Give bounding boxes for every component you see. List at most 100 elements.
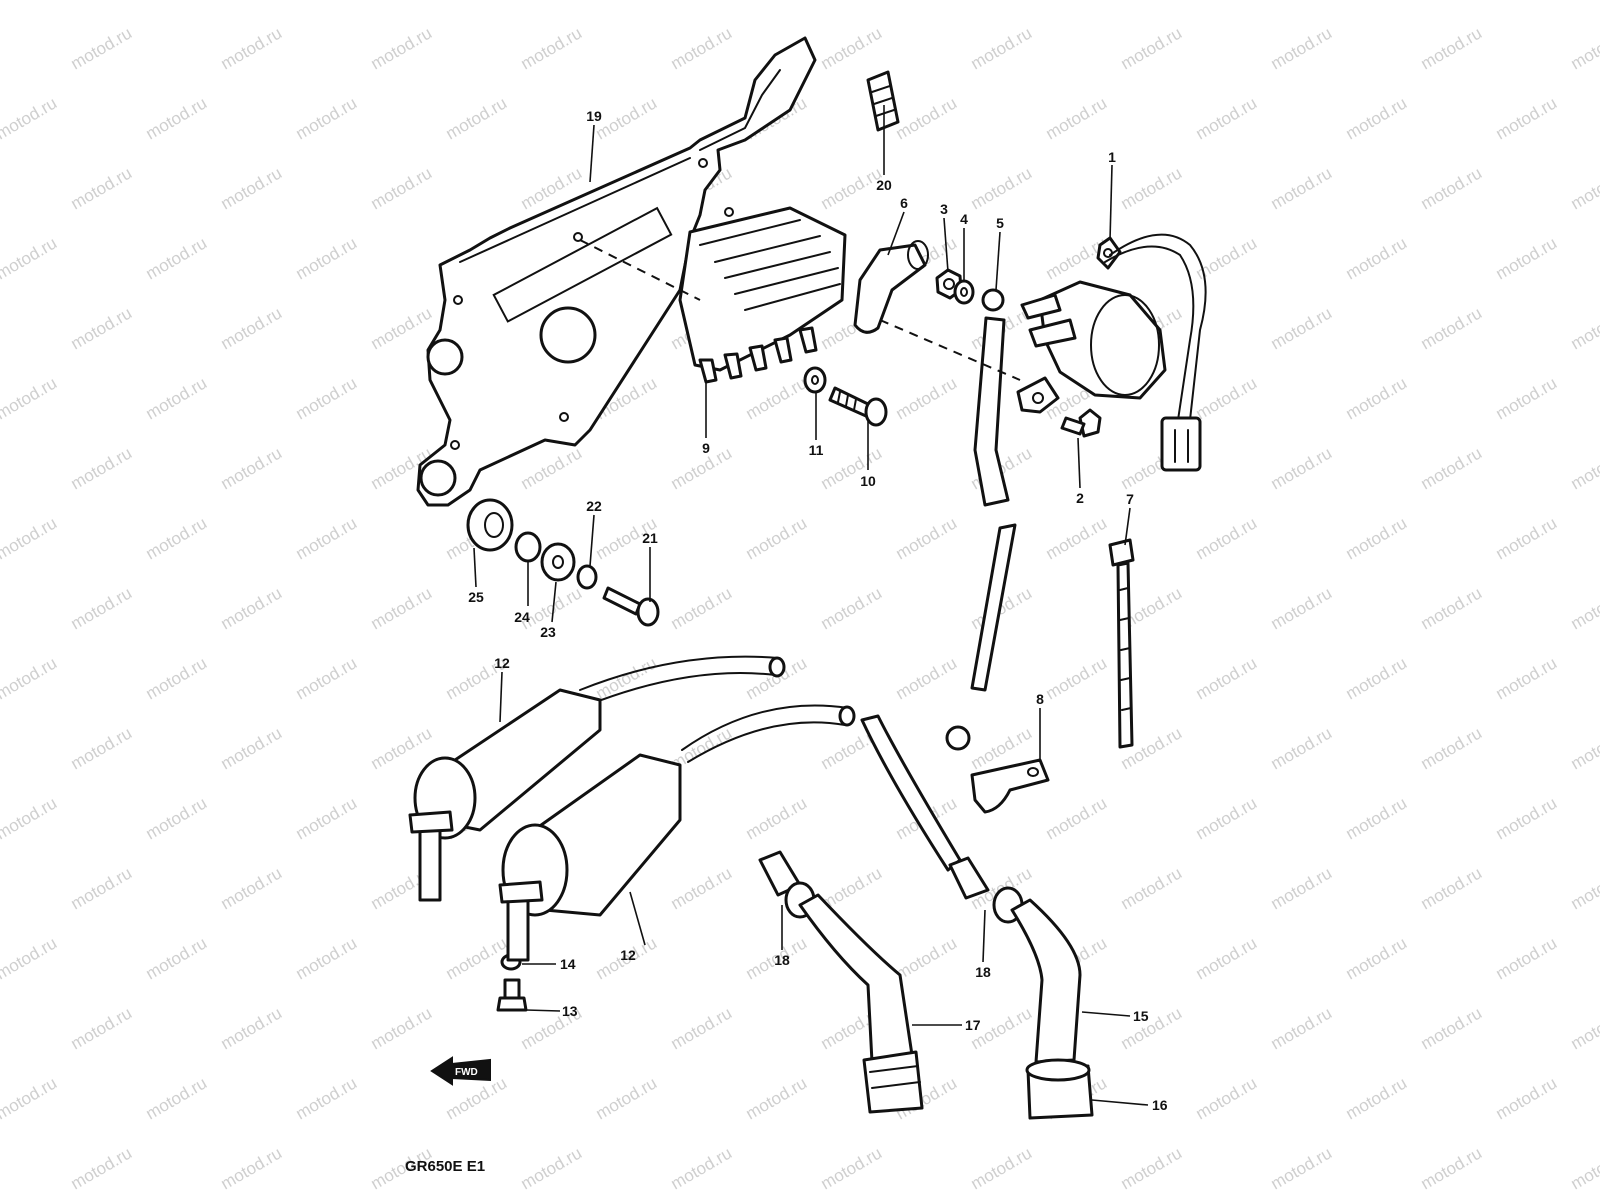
- mounting-bracket-plate: [416, 36, 817, 507]
- watermark-text: motod.ru: [1193, 1073, 1261, 1123]
- screw-10: [828, 386, 888, 427]
- battery-lead-wire: [945, 288, 1017, 751]
- watermark-text: motod.ru: [1418, 583, 1486, 633]
- watermark-text: motod.ru: [743, 793, 811, 843]
- watermark-text: motod.ru: [1493, 233, 1561, 283]
- watermark-text: motod.ru: [1493, 933, 1561, 983]
- watermark-text: motod.ru: [968, 163, 1036, 213]
- watermark-text: motod.ru: [1343, 0, 1411, 3]
- watermark-text: motod.ru: [1043, 653, 1111, 703]
- watermark-text: motod.ru: [293, 1073, 361, 1123]
- watermark-text: motod.ru: [743, 373, 811, 423]
- watermark-text: motod.ru: [293, 93, 361, 143]
- watermark-text: motod.ru: [518, 443, 586, 493]
- watermark-text: motod.ru: [1118, 1003, 1186, 1053]
- watermark-text: motod.ru: [1568, 443, 1600, 493]
- noise-suppressor-fitting-18b: [948, 856, 1024, 924]
- callout-2: 2: [1076, 490, 1084, 506]
- watermark-text: motod.ru: [1568, 863, 1600, 913]
- watermark-text: motod.ru: [668, 1143, 736, 1193]
- watermark-text: motod.ru: [1418, 23, 1486, 73]
- watermark-text: motod.ru: [1418, 163, 1486, 213]
- watermark-text: motod.ru: [1343, 233, 1411, 283]
- callout-17: 17: [965, 1017, 981, 1033]
- watermark-text: motod.ru: [1268, 23, 1336, 73]
- watermark-text: motod.ru: [1493, 0, 1561, 3]
- callout-21: 21: [642, 530, 658, 546]
- watermark-text: motod.ru: [1568, 23, 1600, 73]
- watermark-text: motod.ru: [1493, 373, 1561, 423]
- watermark-text: motod.ru: [0, 513, 60, 563]
- watermark-text: motod.ru: [743, 0, 811, 3]
- watermark-text: motod.ru: [668, 1003, 736, 1053]
- callout-9: 9: [702, 440, 710, 456]
- watermark-text: motod.ru: [293, 0, 361, 3]
- watermark-text: motod.ru: [143, 93, 211, 143]
- watermark-text: motod.ru: [1493, 653, 1561, 703]
- watermark-text: motod.ru: [1043, 93, 1111, 143]
- watermark-text: motod.ru: [293, 373, 361, 423]
- watermark-text: motod.ru: [1418, 303, 1486, 353]
- watermark-text: motod.ru: [218, 303, 286, 353]
- callout-11: 11: [809, 442, 824, 458]
- watermark-text: motod.ru: [1568, 1143, 1600, 1193]
- callout-24: 24: [514, 609, 530, 625]
- watermark-text: motod.ru: [0, 793, 60, 843]
- watermark-text: motod.ru: [1118, 23, 1186, 73]
- watermark-text: motod.ru: [218, 1143, 286, 1193]
- grommet-25: [466, 498, 514, 552]
- watermark-text: motod.ru: [218, 163, 286, 213]
- watermark-text: motod.ru: [893, 93, 961, 143]
- watermark-text: motod.ru: [1418, 443, 1486, 493]
- watermark-text: motod.ru: [1193, 513, 1261, 563]
- watermark-text: motod.ru: [1418, 1003, 1486, 1053]
- watermark-text: motod.ru: [293, 933, 361, 983]
- watermark-text: motod.ru: [1418, 863, 1486, 913]
- watermark-text: motod.ru: [1343, 513, 1411, 563]
- watermark-text: motod.ru: [968, 23, 1036, 73]
- callout-13: 13: [562, 1003, 578, 1019]
- callout-25: 25: [468, 589, 484, 605]
- watermark-text: motod.ru: [218, 723, 286, 773]
- watermark-text: motod.ru: [818, 1143, 886, 1193]
- watermark-text: motod.ru: [1268, 303, 1336, 353]
- spark-plug-cap-17: [798, 893, 924, 1114]
- callout-22: 22: [586, 498, 602, 514]
- watermark-text: motod.ru: [1568, 723, 1600, 773]
- callout-14: 14: [560, 956, 576, 972]
- starter-relay: [1016, 233, 1207, 472]
- watermark-text: motod.ru: [68, 23, 136, 73]
- callout-4: 4: [960, 211, 968, 227]
- watermark-text: motod.ru: [1568, 303, 1600, 353]
- watermark-text: motod.ru: [68, 303, 136, 353]
- screw-21: [602, 586, 660, 627]
- watermark-text: motod.ru: [443, 93, 511, 143]
- watermark-text: motod.ru: [1343, 793, 1411, 843]
- washer-11: [803, 366, 827, 394]
- watermark-text: motod.ru: [68, 863, 136, 913]
- watermark-text: motod.ru: [68, 163, 136, 213]
- watermark-text: motod.ru: [743, 1073, 811, 1123]
- ignition-coil-front: [498, 704, 856, 962]
- watermark-text: motod.ru: [1568, 1003, 1600, 1053]
- watermark-text: motod.ru: [1493, 513, 1561, 563]
- watermark-text: motod.ru: [68, 723, 136, 773]
- watermark-text: motod.ru: [293, 793, 361, 843]
- watermark-text: motod.ru: [1268, 863, 1336, 913]
- watermark-text: motod.ru: [1193, 233, 1261, 283]
- watermark-text: motod.ru: [218, 863, 286, 913]
- callout-3: 3: [940, 201, 948, 217]
- watermark-text: motod.ru: [1268, 163, 1336, 213]
- watermark-text: motod.ru: [1343, 933, 1411, 983]
- watermark-text: motod.ru: [368, 303, 436, 353]
- watermark-text: motod.ru: [518, 1143, 586, 1193]
- watermark-text: motod.ru: [1343, 653, 1411, 703]
- callout-6: 6: [900, 195, 908, 211]
- high-tension-lead: [860, 714, 962, 872]
- callout-23: 23: [540, 624, 556, 640]
- watermark-text: motod.ru: [143, 0, 211, 3]
- watermark-text: motod.ru: [68, 583, 136, 633]
- watermark-text: motod.ru: [218, 23, 286, 73]
- watermark-text: motod.ru: [1193, 373, 1261, 423]
